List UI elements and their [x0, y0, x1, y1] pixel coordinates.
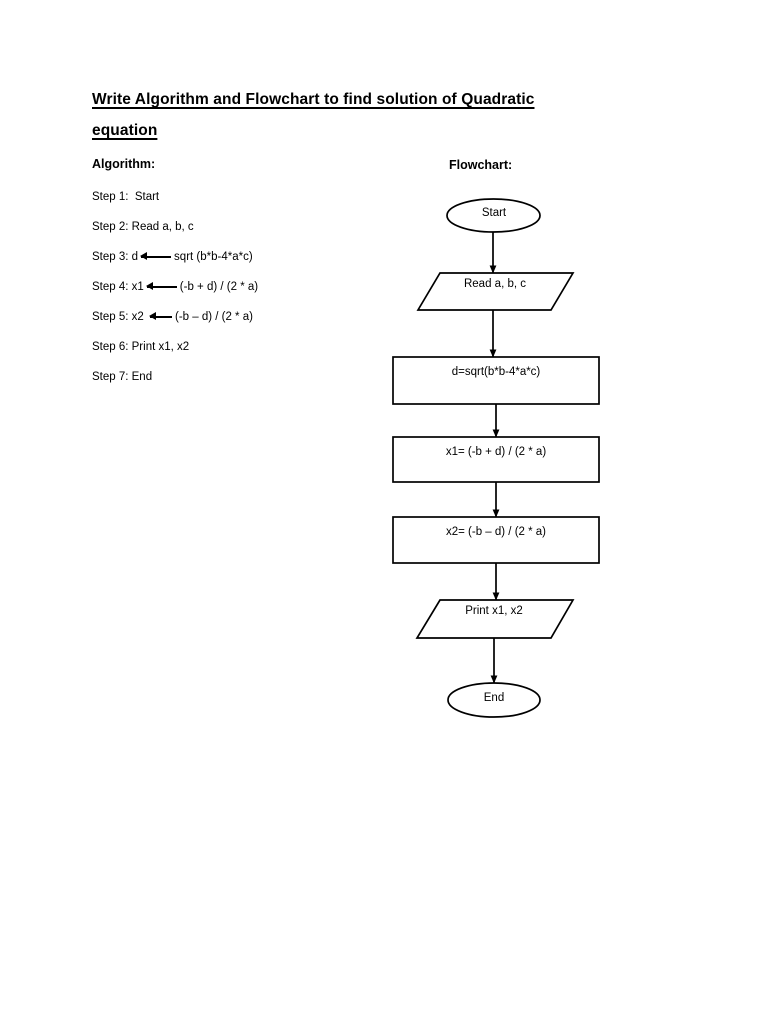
flowchart-label-print: Print x1, x2	[465, 605, 523, 617]
flowchart-label-start: Start	[481, 207, 507, 219]
page-title: Write Algorithm and Flowchart to find so…	[92, 84, 622, 146]
algorithm-step-4: Step 4: x1 (-b + d) / (2 * a)	[92, 281, 352, 311]
page-title-line-2: equation	[92, 122, 158, 139]
algorithm-step-2: Step 2: Read a, b, c	[92, 221, 352, 251]
flowchart-node-calc-x2	[392, 516, 600, 564]
algorithm-step-expression: sqrt (b*b-4*a*c)	[174, 251, 253, 263]
algorithm-step-text: Step 6: Print x1, x2	[92, 341, 190, 353]
assignment-arrow-icon	[148, 311, 172, 322]
algorithm-step-text: Step 7: End	[92, 371, 153, 383]
flowchart-label-end: End	[483, 692, 505, 704]
algorithm-step-text: Step 5: x2	[92, 311, 147, 323]
assignment-arrow-icon	[145, 281, 177, 292]
flowchart-node-calc-x1	[392, 436, 600, 483]
algorithm-step-text: Step 1: Start	[92, 191, 160, 203]
algorithm-step-7: Step 7: End	[92, 371, 352, 401]
algorithm-step-3: Step 3: d sqrt (b*b-4*a*c)	[92, 251, 352, 281]
assignment-arrow-icon	[140, 251, 172, 262]
flowchart-label-read: Read a, b, c	[463, 278, 526, 290]
algorithm-step-text: Step 3: d	[92, 251, 139, 263]
flowchart-label-calc-x2: x2= (-b – d) / (2 * a)	[445, 526, 547, 538]
algorithm-step-expression: (-b – d) / (2 * a)	[174, 311, 253, 323]
algorithm-step-5: Step 5: x2 (-b – d) / (2 * a)	[92, 311, 352, 341]
algorithm-heading: Algorithm:	[92, 157, 156, 171]
algorithm-step-expression: (-b + d) / (2 * a)	[179, 281, 259, 293]
flowchart-label-calc-x1: x1= (-b + d) / (2 * a)	[445, 446, 547, 458]
algorithm-step-6: Step 6: Print x1, x2	[92, 341, 352, 371]
algorithm-step-text: Step 4: x1	[92, 281, 144, 293]
flowchart-heading: Flowchart:	[449, 158, 513, 172]
flowchart-label-calc-d: d=sqrt(b*b-4*a*c)	[451, 366, 541, 378]
flowchart-node-calc-d	[392, 356, 600, 405]
algorithm-step-text: Step 2: Read a, b, c	[92, 221, 194, 233]
algorithm-step-1: Step 1: Start	[92, 191, 352, 221]
page-title-line-1: Write Algorithm and Flowchart to find so…	[92, 91, 535, 108]
